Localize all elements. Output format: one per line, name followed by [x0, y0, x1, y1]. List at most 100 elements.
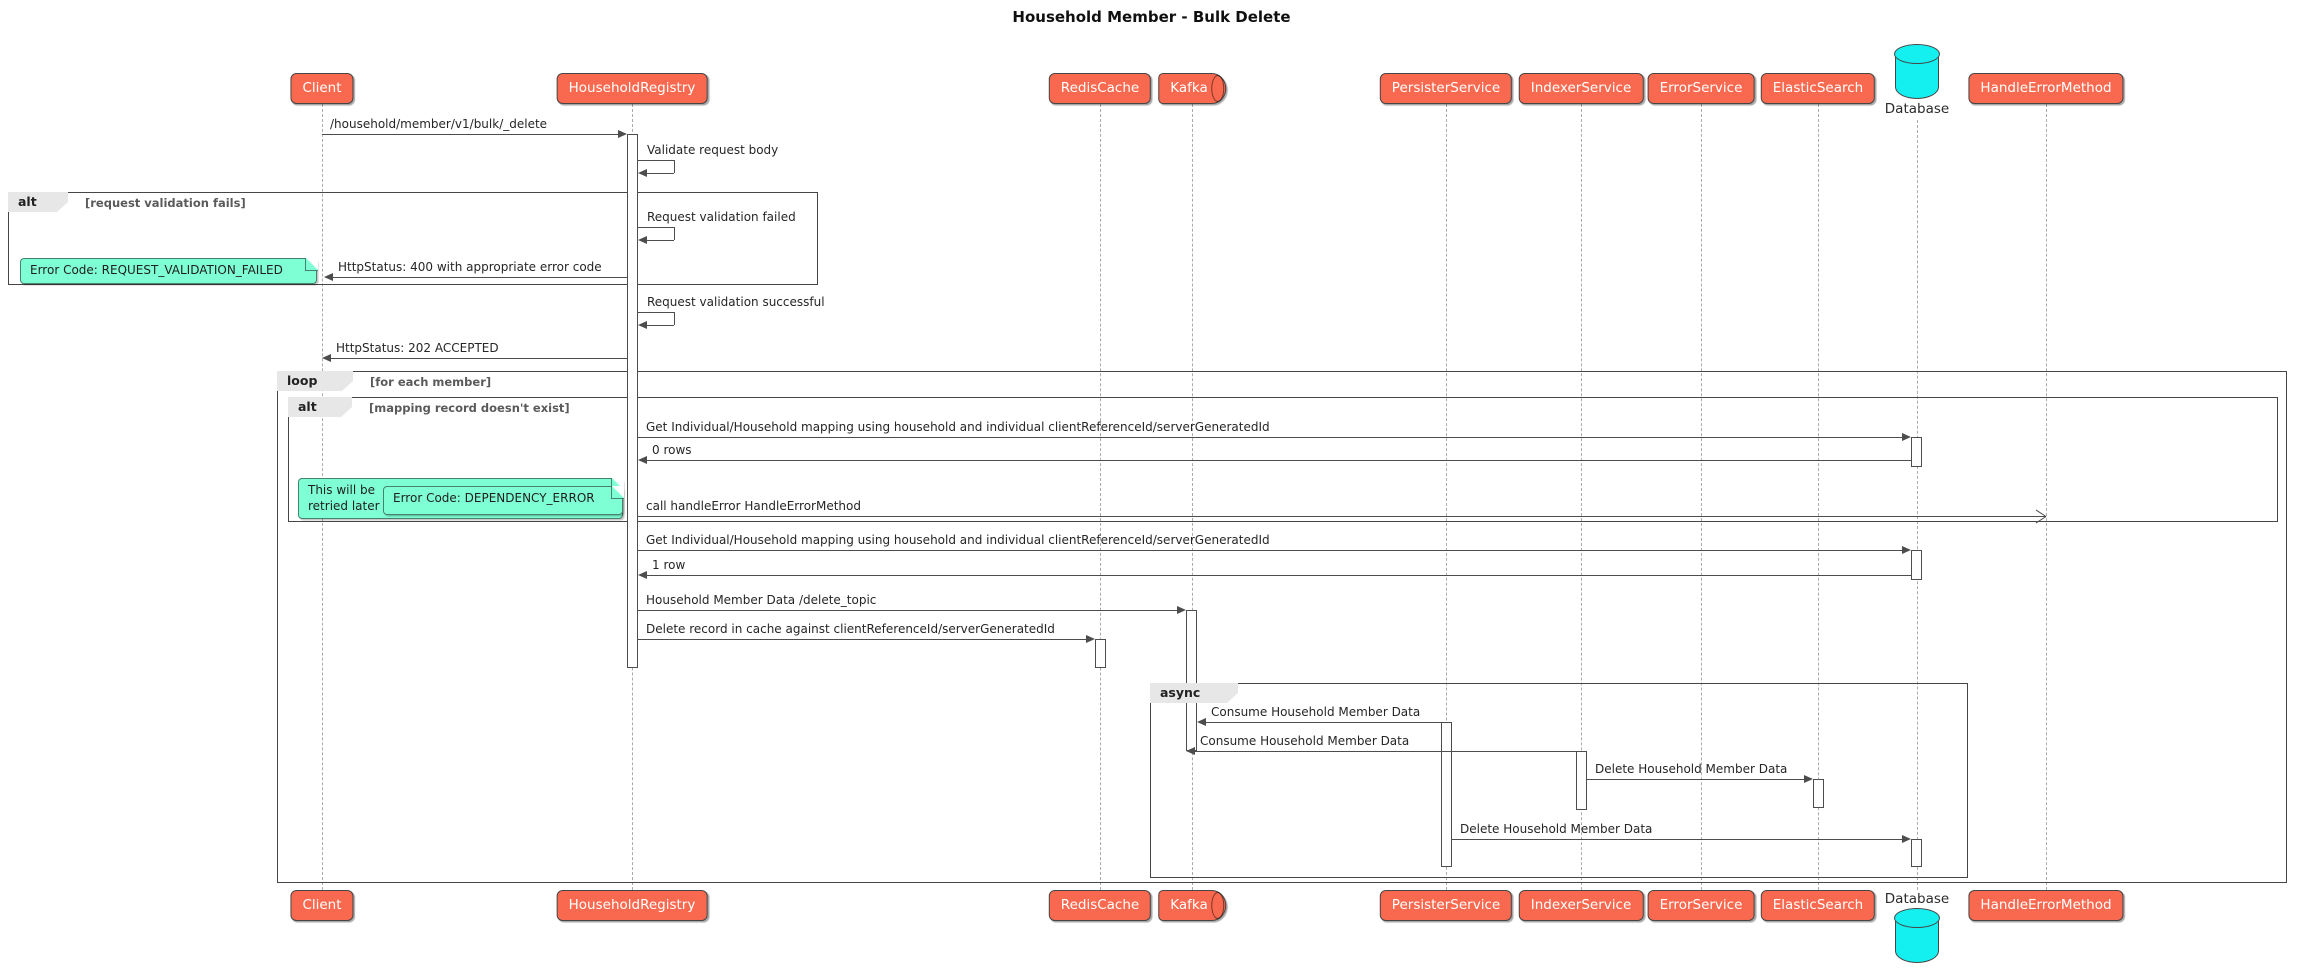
participant-elastic-top: ElasticSearch [1760, 73, 1876, 104]
frame-alt [8, 192, 818, 285]
participant-registry-bottom: HouseholdRegistry [556, 890, 708, 921]
participant-indexer-bottom: IndexerService [1518, 890, 1644, 921]
message-label: Delete record in cache against clientRef… [646, 622, 1055, 636]
frame-label: alt [288, 397, 352, 417]
participant-elastic-bottom: ElasticSearch [1760, 890, 1876, 921]
participant-queue-kafka-bottom: Kafka [1158, 890, 1226, 921]
activation-bar [1095, 639, 1106, 668]
lifeline-database [1917, 120, 1918, 890]
message-line [1452, 839, 1903, 840]
arrowhead-icon [1177, 606, 1186, 614]
message-line [638, 516, 2046, 517]
message-line [638, 639, 1087, 640]
message-line [638, 437, 1903, 438]
message-line [647, 173, 674, 174]
lifeline-persister [1446, 104, 1447, 890]
frame-label: loop [277, 371, 353, 391]
message-label: Get Individual/Household mapping using h… [646, 420, 1270, 434]
arrowhead-icon [1197, 718, 1206, 726]
activation-bar [1576, 751, 1587, 810]
arrowhead-icon [638, 169, 647, 177]
message-line [646, 575, 1911, 576]
message-label: Household Member Data /delete_topic [646, 593, 877, 607]
message-label: HttpStatus: 400 with appropriate error c… [338, 260, 602, 274]
message-line [638, 312, 674, 313]
message-label: Consume Household Member Data [1211, 705, 1421, 719]
participant-handleerror-top: HandleErrorMethod [1968, 73, 2124, 104]
message-line [638, 550, 1903, 551]
arrowhead-icon [638, 321, 647, 329]
participant-handleerror-bottom: HandleErrorMethod [1968, 890, 2124, 921]
message-label: Get Individual/Household mapping using h… [646, 533, 1270, 547]
participant-redis-top: RedisCache [1048, 73, 1152, 104]
message-line [647, 240, 674, 241]
message-line [330, 358, 627, 359]
message-line [1587, 779, 1805, 780]
message-line [638, 160, 674, 161]
lifeline-indexer [1581, 104, 1582, 890]
message-label: call handleError HandleErrorMethod [646, 499, 861, 513]
note-fold-icon [304, 257, 318, 271]
message-line [322, 134, 619, 135]
message-line [674, 160, 675, 173]
lifeline-elastic [1818, 104, 1819, 890]
message-label: 0 rows [652, 443, 692, 457]
frame-guard: [mapping record doesn't exist] [369, 401, 570, 415]
frame-loop [277, 371, 2287, 883]
message-label: Delete Household Member Data [1460, 822, 1653, 836]
lifeline-handleerror [2046, 104, 2047, 890]
note: Error Code: REQUEST_VALIDATION_FAILED [20, 257, 318, 284]
message-label: Validate request body [647, 143, 779, 157]
frame-guard: [for each member] [370, 375, 492, 389]
frame-label: async [1150, 683, 1238, 703]
message-label: Delete Household Member Data [1595, 762, 1788, 776]
activation-bar [1911, 437, 1922, 467]
arrowhead-icon [324, 273, 333, 281]
frame-guard: [request validation fails] [85, 196, 246, 210]
diagram-title: Household Member - Bulk Delete [1012, 8, 1291, 26]
participant-persister-bottom: PersisterService [1379, 890, 1513, 921]
message-line [638, 610, 1178, 611]
database-cylinder-icon [1894, 44, 1941, 99]
participant-client-bottom: Client [290, 890, 354, 921]
lifeline-error [1701, 104, 1702, 890]
participant-persister-top: PersisterService [1379, 73, 1513, 104]
participant-error-top: ErrorService [1647, 73, 1755, 104]
message-line [332, 277, 627, 278]
participant-queue-kafka-top: Kafka [1158, 73, 1226, 104]
message-line [674, 227, 675, 240]
frame-alt [288, 397, 2278, 522]
arrowhead-icon [1902, 433, 1911, 441]
activation-bar [1441, 722, 1452, 867]
frame-async [1150, 683, 1968, 878]
participant-indexer-top: IndexerService [1518, 73, 1644, 104]
message-line [1194, 751, 1576, 752]
message-label: /household/member/v1/bulk/_delete [330, 117, 548, 131]
activation-bar [1186, 610, 1197, 751]
message-label: Request validation failed [647, 210, 796, 224]
message-label: Consume Household Member Data [1200, 734, 1410, 748]
message-line [638, 227, 674, 228]
arrowhead-icon [1086, 635, 1095, 643]
message-line [646, 460, 1911, 461]
message-label: HttpStatus: 202 ACCEPTED [336, 341, 499, 355]
arrowhead-icon [1186, 747, 1195, 755]
activation-bar [1813, 779, 1824, 808]
lifeline-redis [1100, 104, 1101, 890]
arrowhead-icon [618, 130, 627, 138]
note: Error Code: DEPENDENCY_ERROR [383, 485, 624, 515]
activation-bar [627, 134, 638, 668]
participant-database-label: Database [1884, 891, 1950, 907]
activation-bar [1911, 839, 1922, 867]
participant-database-label: Database [1884, 101, 1950, 117]
arrowhead-icon [638, 456, 647, 464]
database-cylinder-icon [1894, 908, 1941, 963]
frame-label: alt [8, 192, 68, 212]
activation-bar [1911, 550, 1922, 580]
participant-registry-top: HouseholdRegistry [556, 73, 708, 104]
arrowhead-icon [638, 236, 647, 244]
arrowhead-icon [1804, 775, 1813, 783]
participant-redis-bottom: RedisCache [1048, 890, 1152, 921]
arrowhead-icon [1902, 835, 1911, 843]
